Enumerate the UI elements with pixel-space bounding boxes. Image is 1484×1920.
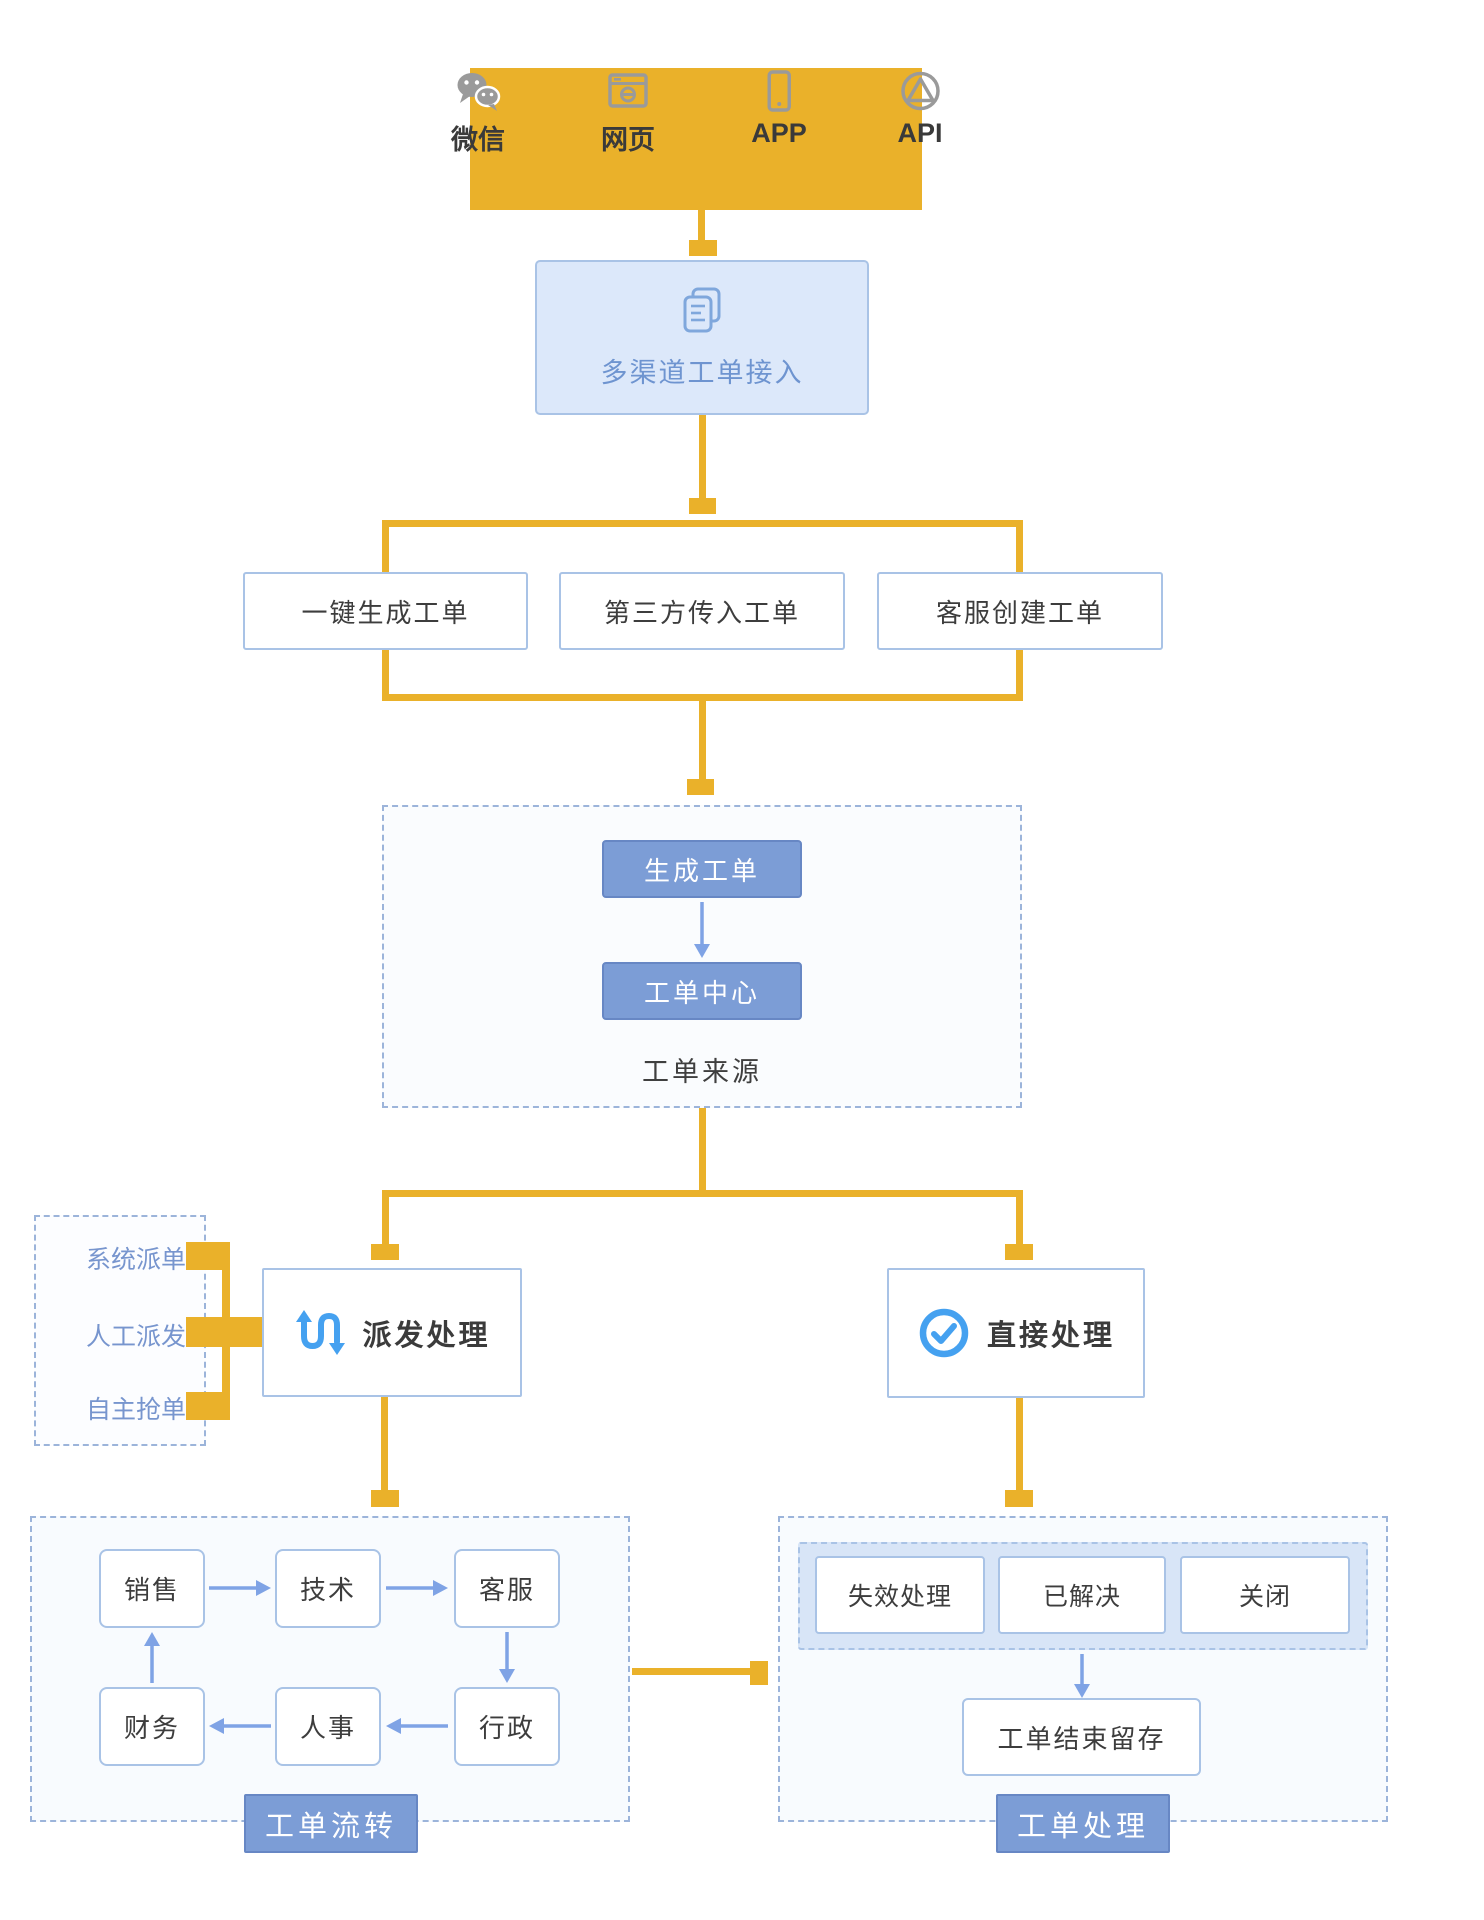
dept-box-hr: 人事 [275,1687,381,1766]
channel-label: API [897,118,943,148]
channel-label: 网页 [601,125,655,155]
channel-label: APP [751,118,807,148]
method-label: 客服创建工单 [935,597,1104,628]
channel-api: API [897,70,943,149]
method-box-agent-created: 客服创建工单 [877,572,1163,650]
channel-app: APP [751,70,807,149]
connector-line [699,1108,706,1193]
webpage-icon [607,70,649,112]
channel-header-bar [470,68,922,210]
channel-wechat: 微信 [451,70,505,157]
generate-ticket-node: 生成工单 [602,840,802,898]
mode-label-grab: 自主抢单 [85,1396,186,1424]
dept-label: 行政 [478,1713,535,1743]
status-box-resolved: 已解决 [998,1556,1166,1634]
right-arrow [209,1580,271,1596]
archive-label: 工单结束留存 [997,1723,1166,1754]
branch-label: 直接处理 [986,1320,1115,1352]
connector-line [699,701,706,779]
connector-line [382,650,389,701]
connector-line [1016,1190,1023,1246]
access-box: 多渠道工单接入 [535,260,869,415]
left-arrow [209,1718,271,1734]
connector-plug [371,1490,399,1507]
dispatch-box: 派发处理 [262,1268,522,1397]
dept-box-sales: 销售 [99,1549,205,1628]
method-box-one-click: 一键生成工单 [243,572,528,650]
connector-stub [186,1242,230,1270]
mode-label-system: 系统派单 [85,1246,186,1274]
connector-plug [687,779,714,795]
check-circle-icon [917,1306,971,1360]
connector-line [1016,520,1023,573]
merge-bar [382,694,1023,701]
method-label: 一键生成工单 [301,597,470,628]
dept-label: 技术 [299,1575,356,1605]
right-arrow [386,1580,448,1596]
connector-line [382,520,389,573]
documents-icon [675,285,729,337]
connector-stub [186,1392,230,1420]
method-box-third-party: 第三方传入工单 [559,572,845,650]
connector-plug [750,1661,768,1685]
status-label: 失效处理 [847,1583,952,1611]
dept-label: 客服 [478,1575,535,1605]
direct-box: 直接处理 [887,1268,1145,1398]
splitter-bar [382,1190,1023,1197]
connector-line [698,210,705,241]
access-label: 多渠道工单接入 [600,358,804,388]
channel-web: 网页 [601,70,655,157]
connector-stub [186,1317,264,1347]
dispatch-modes-group [34,1215,206,1446]
app-icon [758,70,800,112]
api-icon [898,70,942,112]
ticket-center-node: 工单中心 [602,962,802,1020]
connector-plug [689,240,717,256]
connector-plug [689,498,716,514]
dept-box-tech: 技术 [275,1549,381,1628]
connector-line [632,1668,752,1675]
circulation-badge: 工单流转 [244,1794,418,1853]
status-box-invalid: 失效处理 [815,1556,985,1634]
status-label: 关闭 [1238,1583,1291,1611]
processing-badge: 工单处理 [996,1794,1170,1853]
method-label: 第三方传入工单 [603,597,800,628]
connector-plug [371,1244,399,1260]
dept-label: 销售 [123,1575,180,1605]
node-label: 生成工单 [643,855,760,886]
ticket-source-caption: 工单来源 [642,1057,762,1087]
badge-label: 工单处理 [1016,1810,1149,1843]
connector-line [381,1397,388,1492]
down-arrow [1074,1654,1090,1698]
node-label: 工单中心 [643,977,760,1008]
dept-box-admin: 行政 [454,1687,560,1766]
swap-arrows-icon [293,1309,346,1356]
connector-plug [1005,1244,1033,1260]
dept-box-finance: 财务 [99,1687,205,1766]
down-arrow [694,902,710,958]
archive-box: 工单结束留存 [962,1698,1201,1776]
down-arrow [499,1632,515,1683]
left-arrow [386,1718,448,1734]
connector-plug [1005,1490,1033,1507]
badge-label: 工单流转 [264,1810,397,1843]
dept-label: 财务 [123,1713,180,1743]
status-box-closed: 关闭 [1180,1556,1350,1634]
connector-line [1016,650,1023,701]
channel-label: 微信 [451,125,505,155]
branch-label: 派发处理 [362,1319,491,1352]
up-arrow [144,1632,160,1683]
wechat-icon [455,70,501,112]
connector-line [382,1190,389,1246]
mode-label-manual: 人工派发 [85,1323,186,1351]
connector-line [699,415,706,500]
dept-label: 人事 [299,1713,356,1743]
connector-line [1016,1398,1023,1492]
dept-box-service: 客服 [454,1549,560,1628]
status-label: 已解决 [1042,1583,1121,1611]
splitter-bar [382,520,1023,527]
